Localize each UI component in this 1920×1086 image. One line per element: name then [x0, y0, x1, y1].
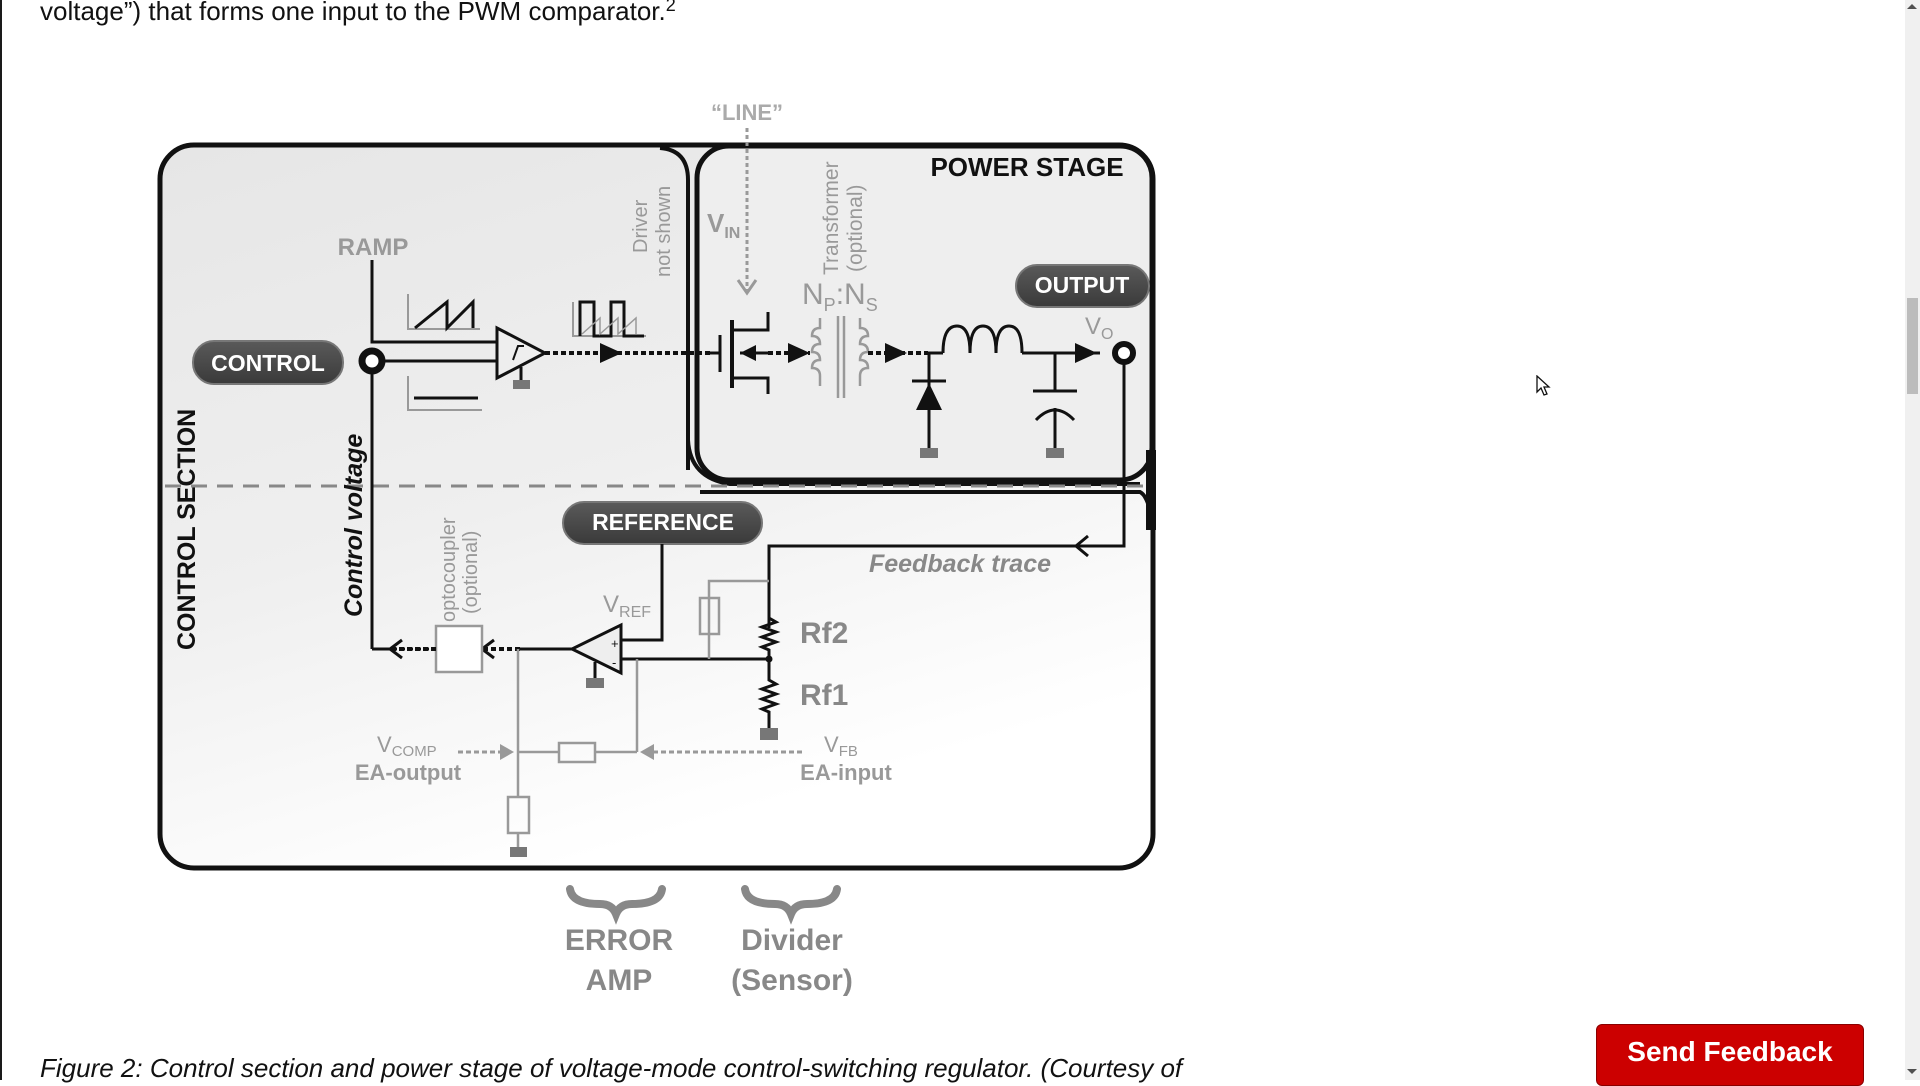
transformer-icon	[810, 316, 870, 398]
vfb-label: VFB	[824, 732, 858, 760]
error-amp-label-line2: AMP	[586, 964, 653, 997]
rf1-resistor-icon	[757, 659, 781, 740]
paragraph-text: voltage”) that forms one input to the PW…	[40, 0, 666, 26]
scrollbar-thumb[interactable]	[1907, 298, 1918, 394]
optocoupler-box	[434, 624, 484, 674]
control-voltage-arrow-icon	[387, 638, 403, 660]
svg-text:CONTROL: CONTROL	[211, 350, 325, 376]
compensation-network	[506, 579, 769, 847]
optocoupler-label: optocoupler	[438, 517, 460, 622]
optocoupler-optional-label: (optional)	[460, 531, 482, 614]
vfb-description: EA-input	[800, 760, 892, 785]
sawtooth-waveform-icon	[407, 294, 480, 332]
reference-pill: REFERENCE	[562, 501, 763, 545]
rf2-label: Rf2	[800, 617, 848, 650]
power-stage-panel	[659, 143, 1156, 530]
line-label: “LINE”	[711, 100, 783, 125]
control-node	[358, 347, 386, 375]
control-section-label: CONTROL SECTION	[173, 409, 201, 650]
flat-waveform-icon	[407, 376, 482, 411]
inductor-icon	[941, 324, 1024, 354]
vertical-scrollbar[interactable]	[1905, 0, 1920, 1080]
control-voltage-label: Control voltage	[340, 434, 368, 617]
control-pill: CONTROL	[192, 340, 344, 385]
feedback-arrow-icon	[1073, 534, 1089, 558]
vin-label: VIN	[707, 208, 740, 242]
error-amplifier-icon: + -	[568, 622, 623, 688]
svg-text:REFERENCE: REFERENCE	[592, 509, 734, 535]
feedback-trace-label: Feedback trace	[869, 550, 1051, 578]
line-arrow-icon	[736, 279, 758, 296]
vo-label: VO	[1085, 313, 1113, 343]
divider-label-line2: (Sensor)	[731, 964, 853, 997]
pwm-waveform-icon	[572, 300, 646, 338]
vref-label: VREF	[603, 591, 651, 621]
output-pill: OUTPUT	[1015, 264, 1150, 308]
pwm-arrow-icon	[600, 343, 622, 363]
error-amp-label-line1: ERROR	[565, 924, 674, 957]
article-paragraph: voltage”) that forms one input to the PW…	[40, 0, 676, 28]
divider-label-line1: Divider	[741, 924, 843, 957]
feedback-trace-line	[1090, 362, 1126, 548]
figure-caption: Figure 2: Control section and power stag…	[40, 1053, 1183, 1083]
capacitor-icon	[1033, 353, 1077, 458]
driver-not-shown-label: not shown	[653, 186, 675, 277]
mouse-cursor-icon	[1536, 375, 1551, 396]
transformer-label: Transformer	[820, 161, 843, 275]
pwm-comparator-icon	[495, 325, 549, 389]
scroll-up-arrow-icon[interactable]	[1907, 4, 1917, 9]
svg-text:-: -	[612, 655, 616, 670]
send-feedback-button[interactable]: Send Feedback	[1596, 1024, 1864, 1086]
footnote-link[interactable]: 2	[665, 0, 676, 15]
error-amp-brace-icon	[566, 885, 666, 925]
ramp-label: RAMP	[338, 234, 409, 261]
turns-ratio-label: NP:NS	[802, 278, 878, 315]
mosfet-icon	[708, 312, 770, 394]
svg-text:OUTPUT: OUTPUT	[1035, 272, 1130, 298]
scroll-down-arrow-icon[interactable]	[1907, 1069, 1917, 1074]
rf2-resistor-icon	[757, 616, 781, 659]
output-node	[1112, 341, 1136, 365]
regulator-figure: “LINE” VIN POWER STAGE Transformer (opti…	[157, 100, 1156, 997]
rf1-label: Rf1	[800, 679, 848, 712]
transformer-optional-label: (optional)	[844, 184, 867, 272]
vcomp-description: EA-output	[355, 760, 462, 785]
vcomp-label: VCOMP	[377, 732, 437, 760]
driver-label: Driver	[630, 199, 652, 253]
window-left-edge	[0, 0, 2, 1080]
divider-brace-icon	[741, 885, 841, 925]
svg-text:+: +	[611, 636, 619, 651]
power-stage-label: POWER STAGE	[930, 152, 1123, 182]
diode-icon	[912, 353, 946, 458]
